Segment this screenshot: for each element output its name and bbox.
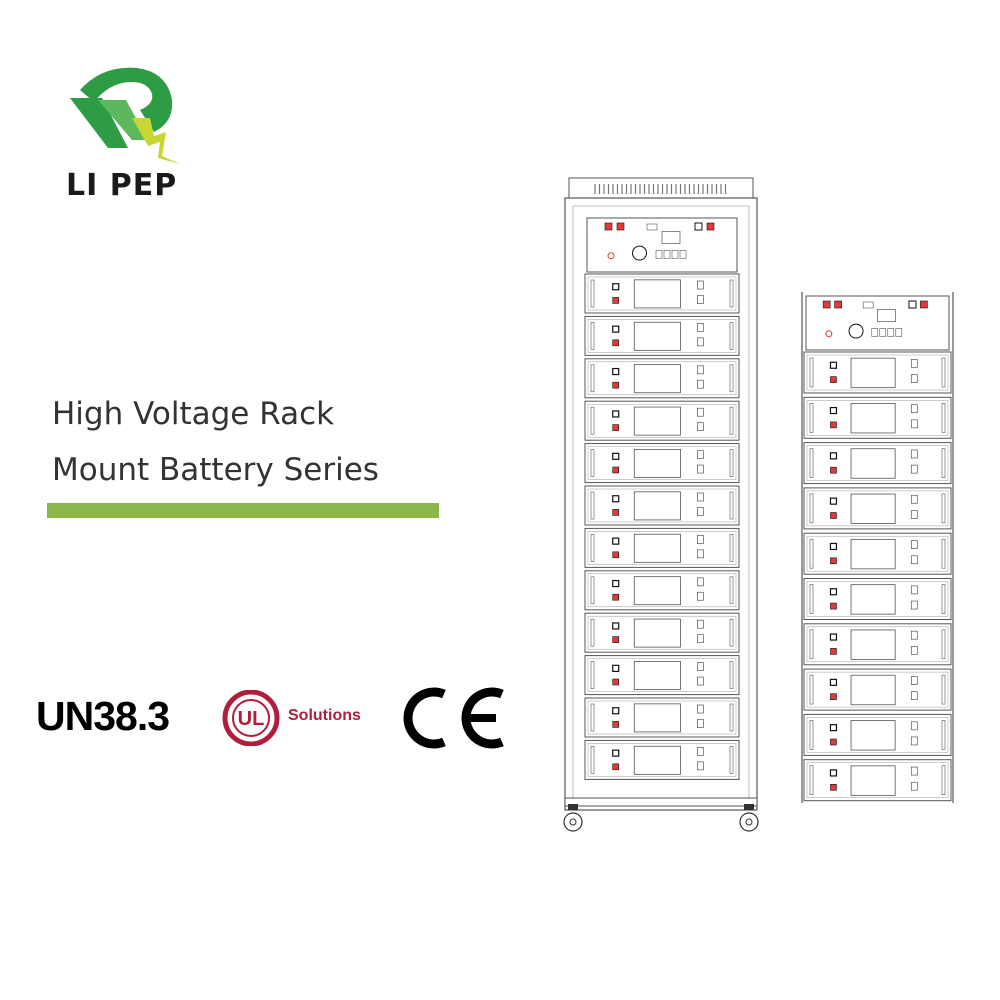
ce-mark <box>403 687 504 749</box>
battery-module <box>584 612 740 653</box>
tall-battery-rack-illustration <box>563 177 759 832</box>
battery-module <box>584 527 740 568</box>
caster-wheel <box>739 804 759 832</box>
battery-module <box>584 655 740 696</box>
battery-module <box>584 443 740 484</box>
accent-underline <box>47 503 439 518</box>
control-box <box>586 217 738 273</box>
battery-module <box>803 351 952 394</box>
battery-module <box>803 487 952 530</box>
battery-module <box>803 578 952 620</box>
logo-wordmark: LI PEP <box>66 168 178 203</box>
battery-module <box>584 739 740 780</box>
battery-module <box>584 315 740 356</box>
caster-wheel <box>563 804 583 832</box>
ul-solutions-text: Solutions <box>288 707 361 724</box>
battery-module <box>803 442 952 485</box>
headline-line-2: Mount Battery Series <box>52 452 379 488</box>
ul-solutions-logo: UL <box>222 690 280 746</box>
battery-module <box>803 713 952 756</box>
battery-module <box>584 273 740 314</box>
battery-module <box>803 532 952 575</box>
battery-module <box>803 396 952 439</box>
battery-module <box>584 485 740 526</box>
un383-certification: UN38.3 <box>36 693 170 739</box>
headline-line-1: High Voltage Rack <box>52 396 335 432</box>
battery-module <box>803 623 952 666</box>
stacked-battery-rack-illustration <box>801 292 954 803</box>
battery-module <box>584 697 740 738</box>
battery-module <box>803 759 952 802</box>
lipep-logo <box>70 67 180 164</box>
svg-text:UL: UL <box>238 708 265 730</box>
battery-module <box>584 400 740 441</box>
battery-module <box>584 358 740 399</box>
battery-module <box>584 570 740 611</box>
control-box <box>805 295 950 351</box>
battery-module <box>803 668 952 711</box>
